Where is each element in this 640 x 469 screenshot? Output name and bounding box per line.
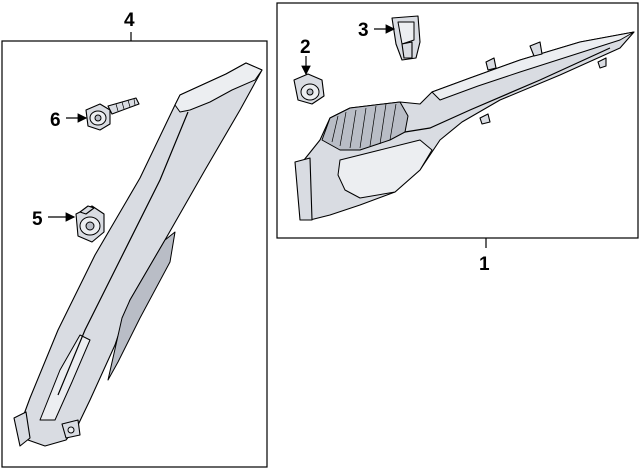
nut-part-2 — [293, 73, 325, 105]
right-group-frame — [276, 2, 639, 239]
bolt-part-6 — [85, 97, 140, 131]
nut-part-5 — [75, 205, 105, 243]
quarter-trim-panel — [294, 31, 635, 221]
callout-1: 1 — [479, 254, 490, 275]
callout-2: 2 — [300, 37, 311, 58]
clip-part-3 — [391, 15, 421, 61]
left-group-frame — [1, 40, 268, 468]
callout-6: 6 — [50, 110, 61, 131]
callout-3: 3 — [358, 20, 369, 41]
pillar-trim-panel — [13, 62, 263, 447]
callout-5: 5 — [32, 209, 43, 230]
callout-4: 4 — [124, 10, 135, 31]
